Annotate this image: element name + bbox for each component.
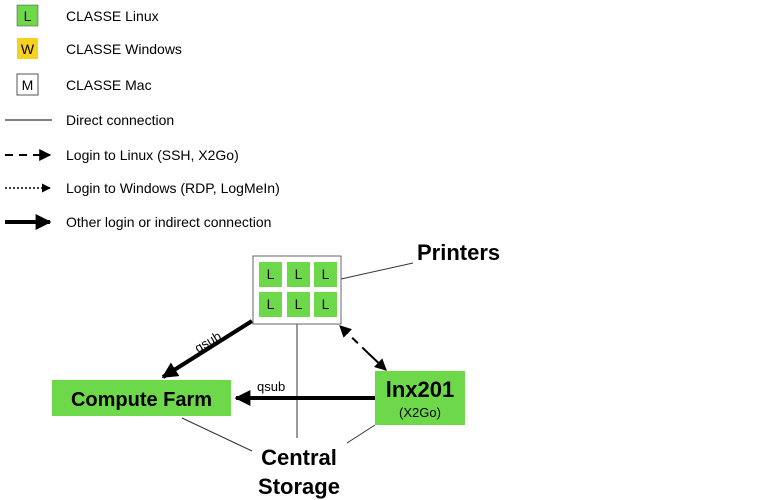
- mac-swatch-letter: M: [22, 77, 34, 93]
- compute-farm-node: Compute Farm: [52, 380, 231, 416]
- qsub-label-cluster: qsub: [192, 328, 224, 355]
- farm-storage-link: [181, 417, 253, 452]
- windows-swatch-letter: W: [21, 41, 35, 57]
- linux-swatch-letter: L: [24, 8, 32, 24]
- linux-swatch: [16, 4, 39, 27]
- cluster-node: [259, 262, 282, 287]
- compute-farm-box: [52, 380, 231, 416]
- legend-windows-label: CLASSE Windows: [66, 41, 182, 57]
- cluster-node: [287, 262, 310, 287]
- central-storage-node: Central Storage: [258, 445, 340, 499]
- legend-ssh-label: Login to Linux (SSH, X2Go): [66, 147, 239, 163]
- printers-label: Printers: [417, 240, 500, 265]
- cluster-node: [314, 262, 337, 287]
- cluster-node-letter: L: [322, 266, 330, 282]
- ssh-link-down: [367, 352, 387, 371]
- lnx201-label: lnx201: [386, 377, 455, 402]
- legend-mac-label: CLASSE Mac: [66, 77, 152, 93]
- lnx201-node: lnx201 (X2Go): [375, 371, 465, 425]
- linux-cluster: L L L L L L: [252, 255, 342, 325]
- cluster-printers-link: [340, 262, 414, 280]
- legend: L CLASSE Linux W CLASSE Windows M CLASSE…: [5, 4, 280, 230]
- cluster-node-letter: L: [322, 296, 330, 312]
- cluster-node-letter: L: [295, 296, 303, 312]
- legend-rdp-label: Login to Windows (RDP, LogMeIn): [66, 180, 280, 196]
- cluster-farm-qsub-arrow: [161, 319, 254, 379]
- compute-farm-label: Compute Farm: [71, 389, 212, 411]
- qsub-label-lnx: qsub: [257, 379, 285, 394]
- windows-swatch: [17, 38, 38, 59]
- legend-direct: Direct connection: [5, 112, 174, 128]
- central-storage-label-line1: Central: [261, 445, 337, 470]
- lnx-storage-link: [346, 424, 376, 444]
- cluster-node-letter: L: [267, 266, 275, 282]
- lnx201-sublabel: (X2Go): [399, 405, 441, 420]
- legend-mac: M CLASSE Mac: [16, 73, 152, 96]
- cluster-node: [259, 292, 282, 317]
- legend-ssh: Login to Linux (SSH, X2Go): [5, 147, 239, 163]
- legend-other-label: Other login or indirect connection: [66, 214, 271, 230]
- ssh-link-up: [339, 325, 369, 354]
- legend-linux-label: CLASSE Linux: [66, 8, 159, 24]
- legend-direct-label: Direct connection: [66, 112, 174, 128]
- cluster-node: [287, 292, 310, 317]
- cluster-node-letter: L: [295, 266, 303, 282]
- lnx201-box: [375, 371, 465, 425]
- legend-linux: L CLASSE Linux: [16, 4, 159, 27]
- central-storage-label-line2: Storage: [258, 474, 340, 499]
- cluster-node: [314, 292, 337, 317]
- mac-swatch: [16, 73, 39, 96]
- legend-windows: W CLASSE Windows: [17, 38, 182, 59]
- legend-other: Other login or indirect connection: [5, 214, 271, 230]
- legend-rdp: Login to Windows (RDP, LogMeIn): [5, 180, 280, 196]
- cluster-node-letter: L: [267, 296, 275, 312]
- connections: [161, 262, 414, 452]
